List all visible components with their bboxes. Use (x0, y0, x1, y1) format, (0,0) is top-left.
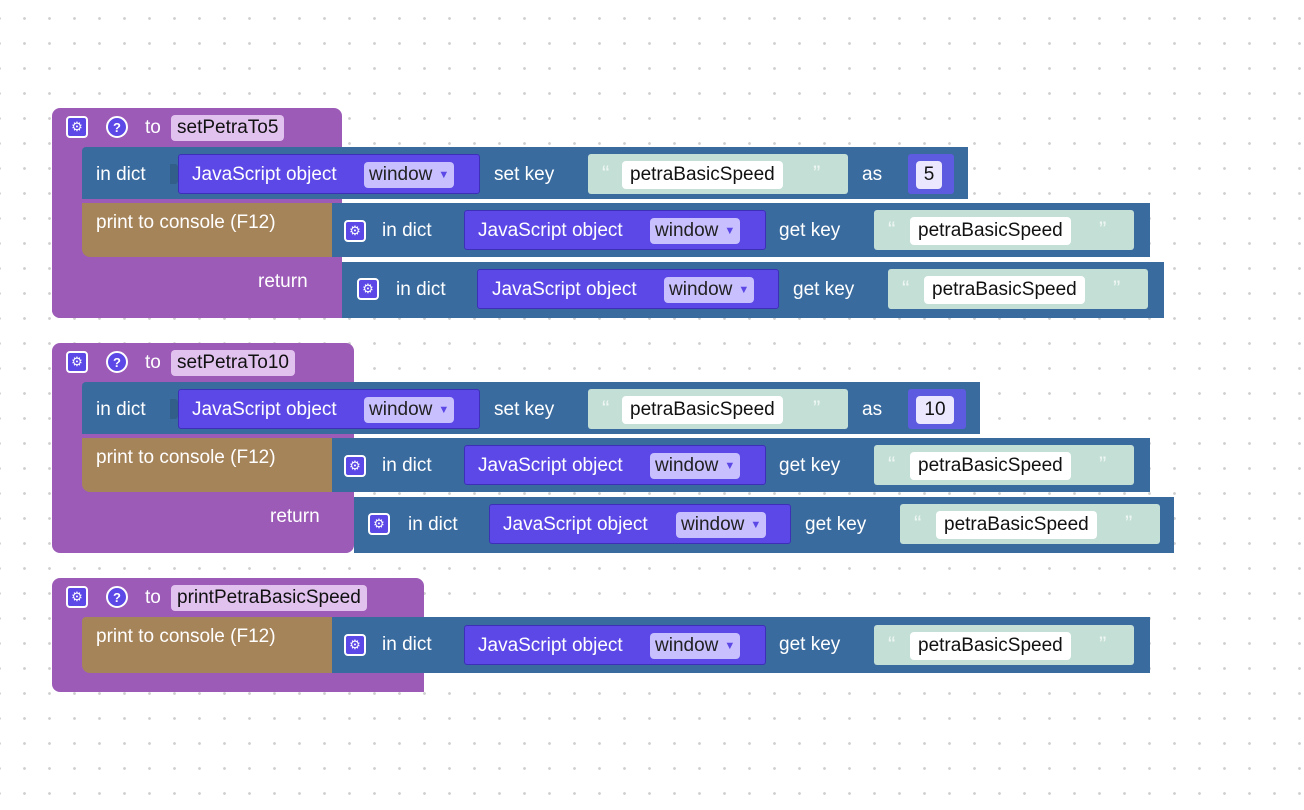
in-dict-label: in dict (96, 399, 146, 420)
open-quote-icon: “ (888, 632, 896, 657)
js-object-label: JavaScript object (503, 514, 648, 535)
key-text-field[interactable]: petraBasicSpeed (622, 396, 783, 424)
print-label: print to console (F12) (96, 212, 276, 233)
number-field[interactable]: 5 (916, 161, 942, 189)
key-text-field[interactable]: petraBasicSpeed (910, 452, 1071, 480)
get-key-label: get key (779, 220, 841, 241)
procedure-name-field[interactable]: setPetraTo5 (171, 115, 285, 141)
js-object-label: JavaScript object (192, 164, 337, 185)
close-quote-icon: ” (813, 161, 821, 186)
to-label: to (145, 117, 161, 138)
in-dict-label: in dict (382, 220, 432, 241)
key-text-field[interactable]: petraBasicSpeed (910, 217, 1071, 245)
help-icon[interactable]: ? (106, 351, 128, 373)
print-block[interactable] (82, 438, 332, 492)
close-quote-icon: ” (1113, 276, 1121, 301)
js-object-label: JavaScript object (478, 220, 623, 241)
open-quote-icon: “ (888, 217, 896, 242)
close-quote-icon: ” (1099, 452, 1107, 477)
window-dropdown[interactable]: window▼ (664, 277, 755, 303)
close-quote-icon: ” (1099, 217, 1107, 242)
get-key-label: get key (779, 634, 841, 655)
set-key-label: set key (494, 164, 555, 185)
in-dict-label: in dict (382, 455, 432, 476)
in-dict-label: in dict (408, 514, 458, 535)
procedure-name-field[interactable]: printPetraBasicSpeed (171, 585, 367, 611)
help-icon[interactable]: ? (106, 116, 128, 138)
js-object-label: JavaScript object (192, 399, 337, 420)
key-text-field[interactable]: petraBasicSpeed (910, 632, 1071, 660)
set-key-label: set key (494, 399, 555, 420)
to-label: to (145, 587, 161, 608)
key-text-field[interactable]: petraBasicSpeed (622, 161, 783, 189)
window-dropdown[interactable]: window▼ (650, 453, 741, 479)
open-quote-icon: “ (602, 396, 610, 421)
get-key-label: get key (793, 279, 855, 300)
open-quote-icon: “ (914, 511, 922, 536)
input-socket (170, 164, 178, 184)
input-socket (170, 399, 178, 419)
print-block[interactable] (82, 617, 332, 673)
gear-icon[interactable]: ⚙ (66, 351, 88, 373)
close-quote-icon: ” (1099, 632, 1107, 657)
number-field[interactable]: 10 (916, 396, 954, 424)
gear-icon[interactable]: ⚙ (66, 586, 88, 608)
get-key-label: get key (779, 455, 841, 476)
window-dropdown[interactable]: window▼ (364, 162, 455, 188)
gear-icon[interactable]: ⚙ (344, 220, 366, 242)
gear-icon[interactable]: ⚙ (357, 278, 379, 300)
as-label: as (862, 399, 883, 420)
window-dropdown[interactable]: window▼ (676, 512, 767, 538)
help-icon[interactable]: ? (106, 586, 128, 608)
print-block[interactable] (82, 203, 332, 257)
print-label: print to console (F12) (96, 626, 276, 647)
gear-icon[interactable]: ⚙ (368, 513, 390, 535)
in-dict-label: in dict (96, 164, 146, 185)
open-quote-icon: “ (888, 452, 896, 477)
open-quote-icon: “ (602, 161, 610, 186)
key-text-field[interactable]: petraBasicSpeed (936, 511, 1097, 539)
gear-icon[interactable]: ⚙ (66, 116, 88, 138)
in-dict-label: in dict (382, 634, 432, 655)
print-label: print to console (F12) (96, 447, 276, 468)
key-text-field[interactable]: petraBasicSpeed (924, 276, 1085, 304)
close-quote-icon: ” (1125, 511, 1133, 536)
gear-icon[interactable]: ⚙ (344, 455, 366, 477)
return-label: return (258, 271, 308, 292)
window-dropdown[interactable]: window▼ (650, 633, 741, 659)
js-object-label: JavaScript object (492, 279, 637, 300)
procedure-bottom-arm (52, 260, 342, 318)
close-quote-icon: ” (813, 396, 821, 421)
in-dict-label: in dict (396, 279, 446, 300)
to-label: to (145, 352, 161, 373)
window-dropdown[interactable]: window▼ (364, 397, 455, 423)
js-object-label: JavaScript object (478, 455, 623, 476)
open-quote-icon: “ (902, 276, 910, 301)
as-label: as (862, 164, 883, 185)
procedure-name-field[interactable]: setPetraTo10 (171, 350, 295, 376)
gear-icon[interactable]: ⚙ (344, 634, 366, 656)
js-object-label: JavaScript object (478, 635, 623, 656)
get-key-label: get key (805, 514, 867, 535)
return-label: return (270, 506, 320, 527)
window-dropdown[interactable]: window▼ (650, 218, 741, 244)
